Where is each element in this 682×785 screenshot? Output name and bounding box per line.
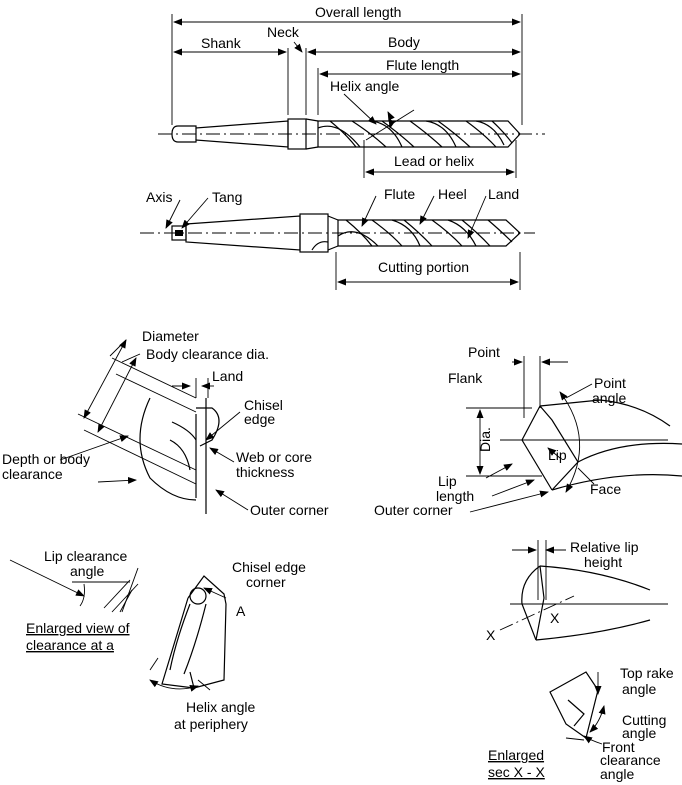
land-label-end-view: Land: [212, 368, 243, 384]
chisel-edge-corner-view: [149, 575, 227, 692]
flank-label: Flank: [448, 370, 483, 386]
helix-angle-periphery-line2: at periphery: [174, 716, 248, 732]
point-label: Point: [468, 344, 500, 360]
chisel-edge-corner-line2: corner: [246, 574, 286, 590]
depth-body-clearance-line2: clearance: [2, 466, 63, 482]
relative-lip-height-line1: Relative lip: [570, 539, 639, 555]
lip-label: Lip: [548, 447, 567, 463]
top-rake-angle-line1: Top rake: [620, 665, 674, 681]
cutting-angle-line2: angle: [622, 725, 656, 741]
land-label: Land: [488, 186, 519, 202]
overall-length-label: Overall length: [315, 4, 401, 20]
outer-corner-label: Outer corner: [250, 502, 329, 518]
section-x-left-label: X: [486, 627, 496, 643]
relative-lip-height-line2: height: [584, 554, 622, 570]
neck-label: Neck: [267, 24, 300, 40]
enlarged-view-a-line2: clearance at a: [26, 637, 114, 653]
lip-length-line2: length: [436, 488, 474, 504]
lip-clearance-view: [9, 559, 139, 613]
tang-label: Tang: [212, 189, 242, 205]
point-angle-line2: angle: [592, 390, 626, 406]
enlarged-sec-xx-line1: Enlarged: [488, 747, 544, 763]
web-core-thickness-line1: Web or core: [236, 449, 312, 465]
face-label: Face: [590, 481, 621, 497]
enlarged-sec-xx-line2: sec X - X: [488, 764, 545, 780]
lip-clearance-angle-line1: Lip clearance: [44, 548, 127, 564]
lead-or-helix-label: Lead or helix: [394, 153, 474, 169]
top-drill-view: [158, 14, 545, 178]
cutting-angle-line1: Cutting: [622, 712, 666, 728]
point-angle-line1: Point: [594, 375, 626, 391]
axis-label: Axis: [146, 189, 172, 205]
lip-clearance-angle-line2: angle: [70, 563, 104, 579]
web-core-thickness-line2: thickness: [236, 464, 294, 480]
helix-angle-label: Helix angle: [330, 78, 399, 94]
cutting-portion-label: Cutting portion: [378, 259, 469, 275]
drill-point-view: [466, 356, 682, 513]
body-clearance-dia-label: Body clearance dia.: [146, 346, 269, 362]
a-marker-label: A: [236, 603, 246, 619]
drill-end-view: [59, 339, 249, 514]
relative-lip-height-view: [499, 540, 668, 641]
dia-label: Dia.: [477, 427, 493, 452]
chisel-edge-corner-line1: Chisel edge: [232, 559, 306, 575]
enlarged-view-a-line1: Enlarged view of: [26, 620, 130, 636]
outer-corner-label-point-view: Outer corner: [374, 502, 453, 518]
flute-label: Flute: [384, 186, 415, 202]
chisel-edge-label-line2: edge: [244, 411, 275, 427]
front-clearance-line3: angle: [600, 766, 634, 782]
depth-body-clearance-line1: Depth or body: [2, 451, 90, 467]
taper-shank-drill-view: [140, 195, 535, 290]
top-rake-angle-line2: angle: [622, 681, 656, 697]
body-label: Body: [388, 34, 420, 50]
enlarged-section-xx-view: [549, 671, 606, 745]
diameter-label: Diameter: [142, 328, 199, 344]
chisel-edge-label-line1: Chisel: [244, 397, 283, 413]
front-clearance-line2: clearance: [600, 752, 661, 768]
section-x-right-label: X: [550, 610, 560, 626]
front-clearance-line1: Front: [602, 739, 635, 755]
flute-length-label: Flute length: [386, 57, 459, 73]
lip-length-line1: Lip: [438, 473, 457, 489]
helix-angle-periphery-line1: Helix angle: [186, 699, 255, 715]
shank-label: Shank: [201, 35, 242, 51]
heel-label: Heel: [438, 186, 467, 202]
